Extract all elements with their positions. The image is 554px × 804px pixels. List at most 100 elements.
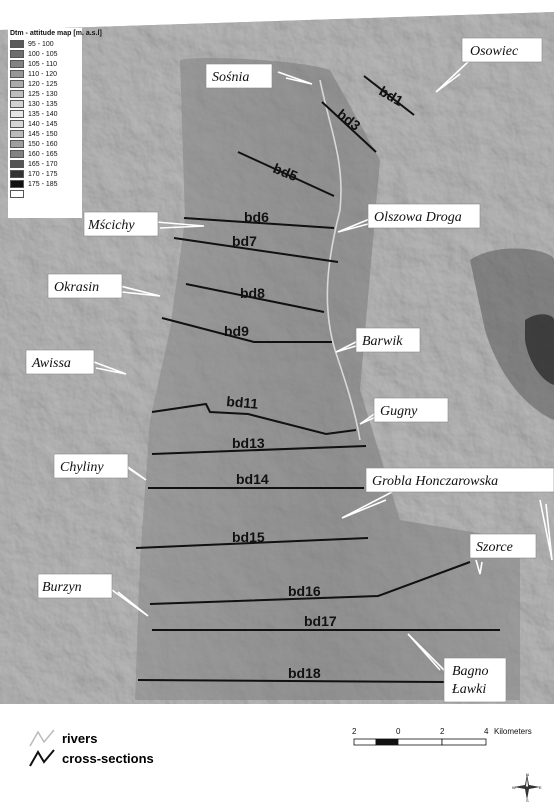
label-bd16: bd16	[288, 583, 321, 599]
legend-class-0: 95 - 100	[10, 39, 80, 49]
legend-title: Dtm - attitude map [m. a.s.l]	[10, 30, 102, 37]
legend-swatch	[10, 150, 24, 158]
compass-s: S	[526, 798, 529, 802]
place-sosnia: Sośnia	[212, 70, 249, 85]
section-bd8	[185, 283, 325, 313]
scale-seg-4	[441, 738, 487, 746]
place-okrasin: Okrasin	[54, 280, 99, 295]
section-bd16	[149, 561, 471, 605]
scale-tick-1: 0	[396, 727, 401, 736]
legend-swatch	[10, 60, 24, 68]
section-bd3	[321, 101, 377, 153]
legend-class-label: 145 - 150	[28, 130, 58, 138]
legend-cross-sections: cross-sections	[28, 748, 208, 768]
compass-rose-icon: N S E W	[512, 772, 542, 802]
legend-class-1: 100 - 105	[10, 49, 80, 59]
legend-class-12: 165 - 170	[10, 159, 80, 169]
legend-rivers-label: rivers	[62, 730, 98, 746]
label-bd6: bd6	[244, 209, 269, 225]
scale-tick-2: 2	[440, 727, 445, 736]
place-olszowa-droga-box	[367, 203, 481, 229]
label-bd9: bd9	[224, 323, 249, 339]
place-szorce-box	[469, 533, 537, 559]
compass-e: E	[539, 785, 542, 790]
cross-sections	[135, 75, 500, 683]
label-bd15: bd15	[232, 529, 265, 545]
legend-class-10: 150 - 160	[10, 139, 80, 149]
place-burzyn: Burzyn	[42, 580, 82, 595]
scale-bar: 2 0 2 4 Kilometers	[352, 726, 552, 752]
label-bd13: bd13	[232, 435, 265, 451]
section-bd13	[151, 445, 367, 455]
legend-class-3: 110 - 120	[10, 69, 80, 79]
legend-class-label: 175 - 185	[28, 180, 58, 188]
legend-class-label: 170 - 175	[28, 170, 58, 178]
legend-class-label: 120 - 125	[28, 80, 58, 88]
river-symbol-icon	[29, 729, 55, 747]
legend-swatch	[10, 40, 24, 48]
legend-class-label: 125 - 130	[28, 90, 58, 98]
elevation-legend: Dtm - attitude map [m. a.s.l] 95 - 100 10…	[10, 30, 102, 199]
label-bd14: bd14	[236, 471, 269, 487]
upland-east-peak	[525, 314, 554, 385]
legend-class-label: 100 - 105	[28, 50, 58, 58]
label-bd17: bd17	[304, 613, 337, 629]
place-olszowa-droga: Olszowa Droga	[374, 210, 462, 225]
legend-swatch	[10, 90, 24, 98]
section-bd5	[237, 151, 335, 197]
label-bd8: bd8	[240, 285, 265, 301]
valley-floor	[135, 58, 520, 701]
scale-bar-graphic: 2 0 2 4 Kilometers	[352, 727, 532, 746]
legend-class-9: 145 - 150	[10, 129, 80, 139]
place-awissa: Awissa	[31, 356, 71, 371]
legend-class-2: 105 - 110	[10, 59, 80, 69]
place-bagno-lawki-line1: Bagno	[452, 664, 489, 679]
label-bd11: bd11	[226, 393, 259, 412]
legend-class-label: 140 - 145	[28, 120, 58, 128]
label-bd18: bd18	[288, 665, 321, 681]
scale-tick-3: 4	[484, 727, 489, 736]
legend-class-label: 95 - 100	[28, 40, 54, 48]
legend-swatch	[10, 120, 24, 128]
place-awissa-box	[25, 349, 95, 375]
legend-swatch	[10, 190, 24, 198]
place-okrasin-box	[47, 273, 123, 299]
legend-class-13: 170 - 175	[10, 169, 80, 179]
legend-swatch	[10, 170, 24, 178]
line-legend: rivers cross-sections	[28, 728, 208, 768]
section-bd6	[183, 217, 335, 229]
legend-rivers: rivers	[28, 728, 208, 748]
compass-w: W	[512, 785, 516, 790]
legend-class-5: 125 - 130	[10, 89, 80, 99]
place-szorce: Szorce	[476, 540, 513, 555]
section-bd7	[173, 237, 339, 263]
callout-leaders	[93, 59, 553, 673]
section-bd18	[137, 679, 447, 683]
place-osowiec-box	[461, 37, 543, 63]
cross-section-symbol-icon	[29, 749, 55, 767]
label-bd7: bd7	[232, 233, 257, 249]
legend-class-label: 130 - 135	[28, 100, 58, 108]
legend-class-8: 140 - 145	[10, 119, 80, 129]
scale-seg-1	[353, 738, 377, 746]
scale-unit: Kilometers	[494, 727, 532, 736]
compass-n: N	[526, 772, 529, 777]
legend-swatch	[10, 130, 24, 138]
section-bd9	[161, 317, 332, 343]
place-mscichy: Mścichy	[87, 218, 135, 233]
place-barwik-box	[355, 327, 421, 353]
legend-class-11: 160 - 165	[10, 149, 80, 159]
legend-swatch	[10, 100, 24, 108]
section-bd15	[135, 537, 369, 549]
legend-swatch	[10, 70, 24, 78]
legend-cross-sections-label: cross-sections	[62, 750, 154, 766]
place-bagno-lawki-line2: Ławki	[451, 682, 486, 697]
legend-swatch	[10, 50, 24, 58]
legend-swatch	[10, 160, 24, 168]
legend-class-14: 175 - 185	[10, 179, 80, 189]
place-osowiec: Osowiec	[470, 44, 519, 59]
place-grobla-honczarowska-box	[365, 467, 554, 493]
section-bd1	[363, 75, 415, 116]
